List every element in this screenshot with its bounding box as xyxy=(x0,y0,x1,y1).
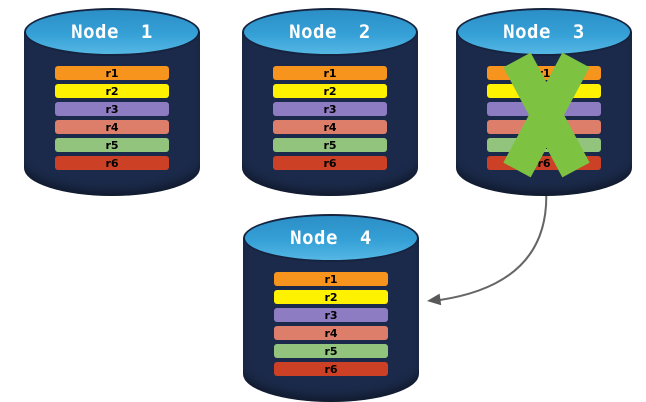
data-row: r2 xyxy=(274,290,388,304)
data-row: r6 xyxy=(55,156,169,170)
row-label: r5 xyxy=(323,138,337,152)
node-label: Node 4 xyxy=(290,227,372,249)
row-label: r6 xyxy=(537,156,551,170)
row-label: r4 xyxy=(324,326,338,340)
node-label: Node 1 xyxy=(71,21,153,43)
data-row: r3 xyxy=(55,102,169,116)
data-row: r2 xyxy=(273,84,387,98)
arrow-curve xyxy=(439,186,548,301)
row-label: r3 xyxy=(323,102,337,116)
row-label: r4 xyxy=(323,120,337,134)
row-label: r1 xyxy=(105,66,119,80)
data-row: r1 xyxy=(55,66,169,80)
node-label: Node 3 xyxy=(503,21,585,43)
data-row: r6 xyxy=(273,156,387,170)
arrowhead-icon xyxy=(427,293,442,306)
node-label: Node 2 xyxy=(289,21,371,43)
row-label: r1 xyxy=(537,66,551,80)
data-row: r1 xyxy=(274,272,388,286)
data-row: r5 xyxy=(274,344,388,358)
row-label: r2 xyxy=(324,290,338,304)
cylinder-top: Node 4 xyxy=(243,214,419,262)
row-label: r2 xyxy=(323,84,337,98)
data-row: r3 xyxy=(274,308,388,322)
cylinder-top: Node 2 xyxy=(242,8,418,56)
data-row: r4 xyxy=(273,120,387,134)
row-label: r2 xyxy=(105,84,119,98)
data-row: r4 xyxy=(55,120,169,134)
data-row: r4 xyxy=(274,326,388,340)
row-label: r5 xyxy=(105,138,119,152)
row-label: r5 xyxy=(324,344,338,358)
row-label: r6 xyxy=(105,156,119,170)
data-row: r5 xyxy=(273,138,387,152)
row-list: r1 r2 r3 r4 r5 r6 xyxy=(55,66,169,174)
row-list: r1 r2 r3 r4 r5 r6 xyxy=(273,66,387,174)
cylinder-top: Node 3 xyxy=(456,8,632,56)
database-node: r1 r2 r3 r4 r5 r6 Node 4 xyxy=(243,214,419,402)
row-label: r6 xyxy=(323,156,337,170)
row-label: r1 xyxy=(324,272,338,286)
data-row: r5 xyxy=(55,138,169,152)
row-list: r1 r2 r3 r4 r5 r6 xyxy=(274,272,388,380)
cylinder-top: Node 1 xyxy=(24,8,200,56)
row-label: r1 xyxy=(323,66,337,80)
data-row: r1 xyxy=(273,66,387,80)
data-row: r3 xyxy=(273,102,387,116)
data-row: r6 xyxy=(274,362,388,376)
row-label: r4 xyxy=(105,120,119,134)
failure-x-icon xyxy=(503,52,590,178)
row-label: r3 xyxy=(324,308,338,322)
database-node: r1 r2 r3 r4 r5 r6 Node 1 xyxy=(24,8,200,196)
database-node: r1 r2 r3 r4 r5 r6 Node 2 xyxy=(242,8,418,196)
row-label: r3 xyxy=(105,102,119,116)
row-label: r6 xyxy=(324,362,338,376)
data-row: r2 xyxy=(55,84,169,98)
